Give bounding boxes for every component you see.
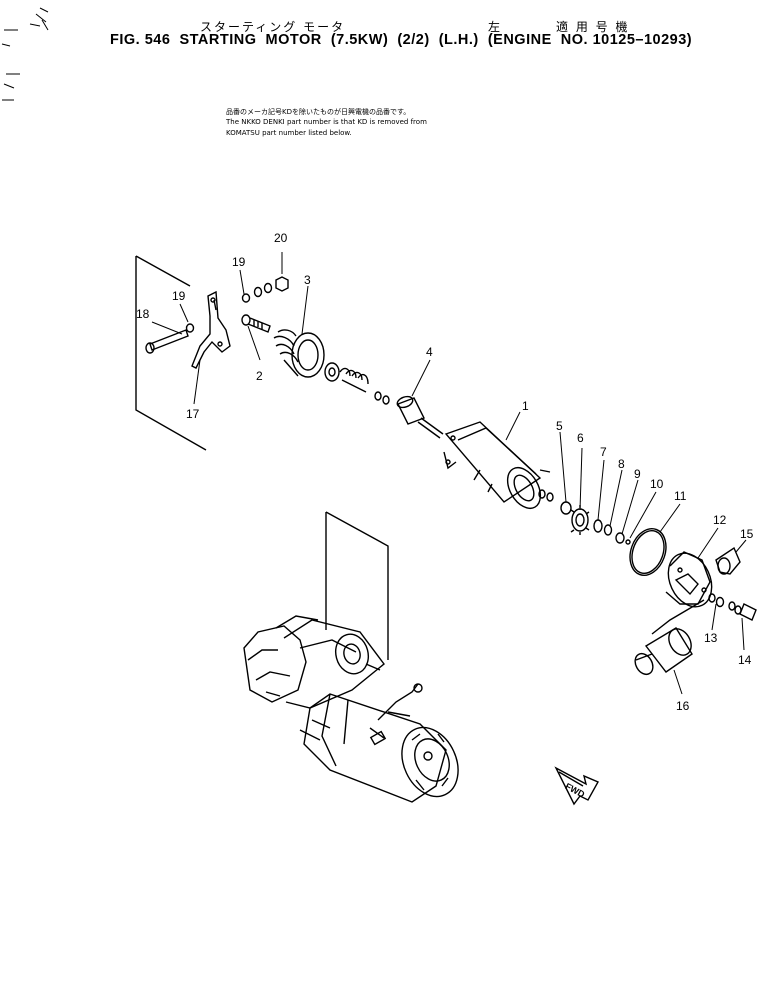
callout-16: 16: [676, 699, 690, 713]
callout-14: 14: [738, 653, 752, 667]
washer-part-19-lower: [185, 323, 195, 333]
small-parts-5-10: [538, 489, 631, 545]
jp-applicable-label: 適 用 号 機: [556, 20, 630, 34]
boot-part-3: [273, 329, 325, 378]
lever-part-17: [191, 290, 231, 369]
end-cover-part-12: [665, 551, 713, 608]
callout-15: 15: [740, 527, 754, 541]
callout-20: 20: [274, 231, 288, 245]
bolt-part-18: [145, 329, 189, 354]
callout-18: 18: [136, 307, 150, 321]
screw-part-14: [728, 601, 757, 621]
jp-left-label: 左: [488, 20, 503, 34]
callout-10: 10: [650, 477, 664, 491]
note-line-3: KOMATSU part number listed below.: [226, 129, 352, 137]
callout-9: 9: [634, 467, 641, 481]
cap-part-15: [715, 546, 741, 575]
frame-lines-top: [135, 255, 207, 451]
callout-7: 7: [600, 445, 607, 459]
callout-4: 4: [426, 345, 433, 359]
jp-part-name: スターティング モータ: [200, 20, 346, 34]
leader-lines: [151, 252, 747, 695]
solenoid-housing-part-1: [443, 421, 551, 509]
callout-8: 8: [618, 457, 625, 471]
washer-part-19-upper: [241, 293, 251, 303]
plunger-part-4: [396, 395, 444, 439]
callout-labels: 1 2 3 4 5 6 7 8 9 10 11 12 13 14 15 16 1…: [136, 231, 754, 713]
figure-title: FIG. 546 STARTING MOTOR (7.5KW) (2/2) (L…: [110, 32, 693, 48]
o-ring-inner: [631, 529, 665, 575]
callout-12: 12: [713, 513, 727, 527]
gear-part-6: [571, 508, 589, 532]
callout-3: 3: [304, 273, 311, 287]
note-line-2: The NKKO DENKI part number is that KD is…: [226, 118, 427, 126]
washer-part-8: [603, 524, 613, 536]
terminal-boot-part-16: [634, 627, 693, 676]
callout-2: 2: [256, 369, 263, 383]
fwd-arrow: FWD: [554, 766, 599, 806]
assembled-starting-motor: [243, 615, 459, 803]
callout-5: 5: [556, 419, 563, 433]
washers-part-13: [708, 593, 725, 608]
frame-lines-bottom: [325, 511, 389, 660]
nut-set-part-20: [253, 276, 289, 298]
note-line-1: 品番のメーカ記号KDを除いたものが日興電機の品番です。: [226, 108, 411, 116]
ring-part-9: [615, 532, 625, 544]
callout-19-upper: 19: [232, 255, 246, 269]
callout-6: 6: [577, 431, 584, 445]
scan-noise: [1, 7, 49, 101]
callout-19-lower: 19: [172, 289, 186, 303]
callout-13: 13: [704, 631, 718, 645]
callout-1: 1: [522, 399, 529, 413]
washer-part-5: [560, 501, 572, 515]
boot-outline-line: [651, 599, 705, 635]
pin-part-10: [625, 539, 631, 545]
spring-assembly: [324, 362, 390, 405]
pin-part-2: [241, 314, 271, 333]
callout-11: 11: [674, 489, 687, 503]
o-ring-part-11: [629, 528, 667, 576]
callout-17: 17: [186, 407, 200, 421]
washer-part-7: [593, 519, 603, 533]
